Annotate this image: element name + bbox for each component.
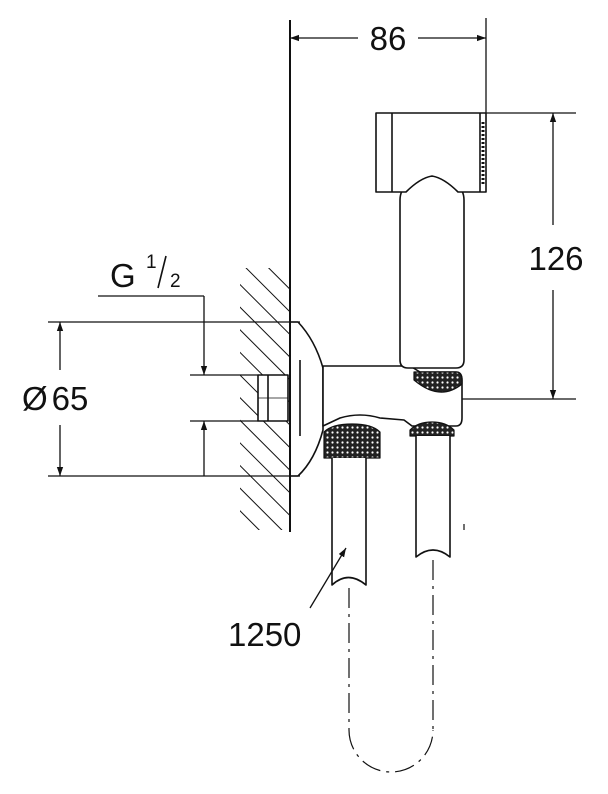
thread-denominator: 2 bbox=[170, 271, 181, 292]
height-label: 126 bbox=[528, 240, 583, 277]
hose-right bbox=[415, 436, 451, 558]
thread-fraction-slash bbox=[157, 255, 167, 289]
hose-loop-dashed bbox=[348, 560, 434, 773]
thread-letter: G bbox=[110, 257, 136, 294]
dimension-height bbox=[462, 112, 576, 400]
hose-nut-left bbox=[323, 423, 381, 459]
diameter-symbol: Ø bbox=[22, 380, 48, 417]
dimension-width bbox=[290, 18, 487, 113]
wall-rosette bbox=[291, 321, 324, 477]
dimension-diameter bbox=[48, 321, 300, 477]
thread-label: G 1 2 bbox=[110, 252, 181, 294]
width-label: 86 bbox=[370, 20, 407, 57]
hand-shower bbox=[375, 112, 487, 369]
leader-hose-length bbox=[309, 547, 347, 609]
hose-left bbox=[331, 458, 367, 586]
hose-nut-right bbox=[409, 421, 455, 437]
holder-knurl bbox=[413, 371, 463, 393]
thread-numerator: 1 bbox=[146, 252, 157, 273]
diameter-value: 65 bbox=[52, 380, 89, 417]
thread-connector bbox=[257, 374, 289, 422]
hose-length-label: 1250 bbox=[228, 616, 301, 653]
wall bbox=[240, 20, 291, 532]
dimension-thread bbox=[98, 295, 258, 476]
